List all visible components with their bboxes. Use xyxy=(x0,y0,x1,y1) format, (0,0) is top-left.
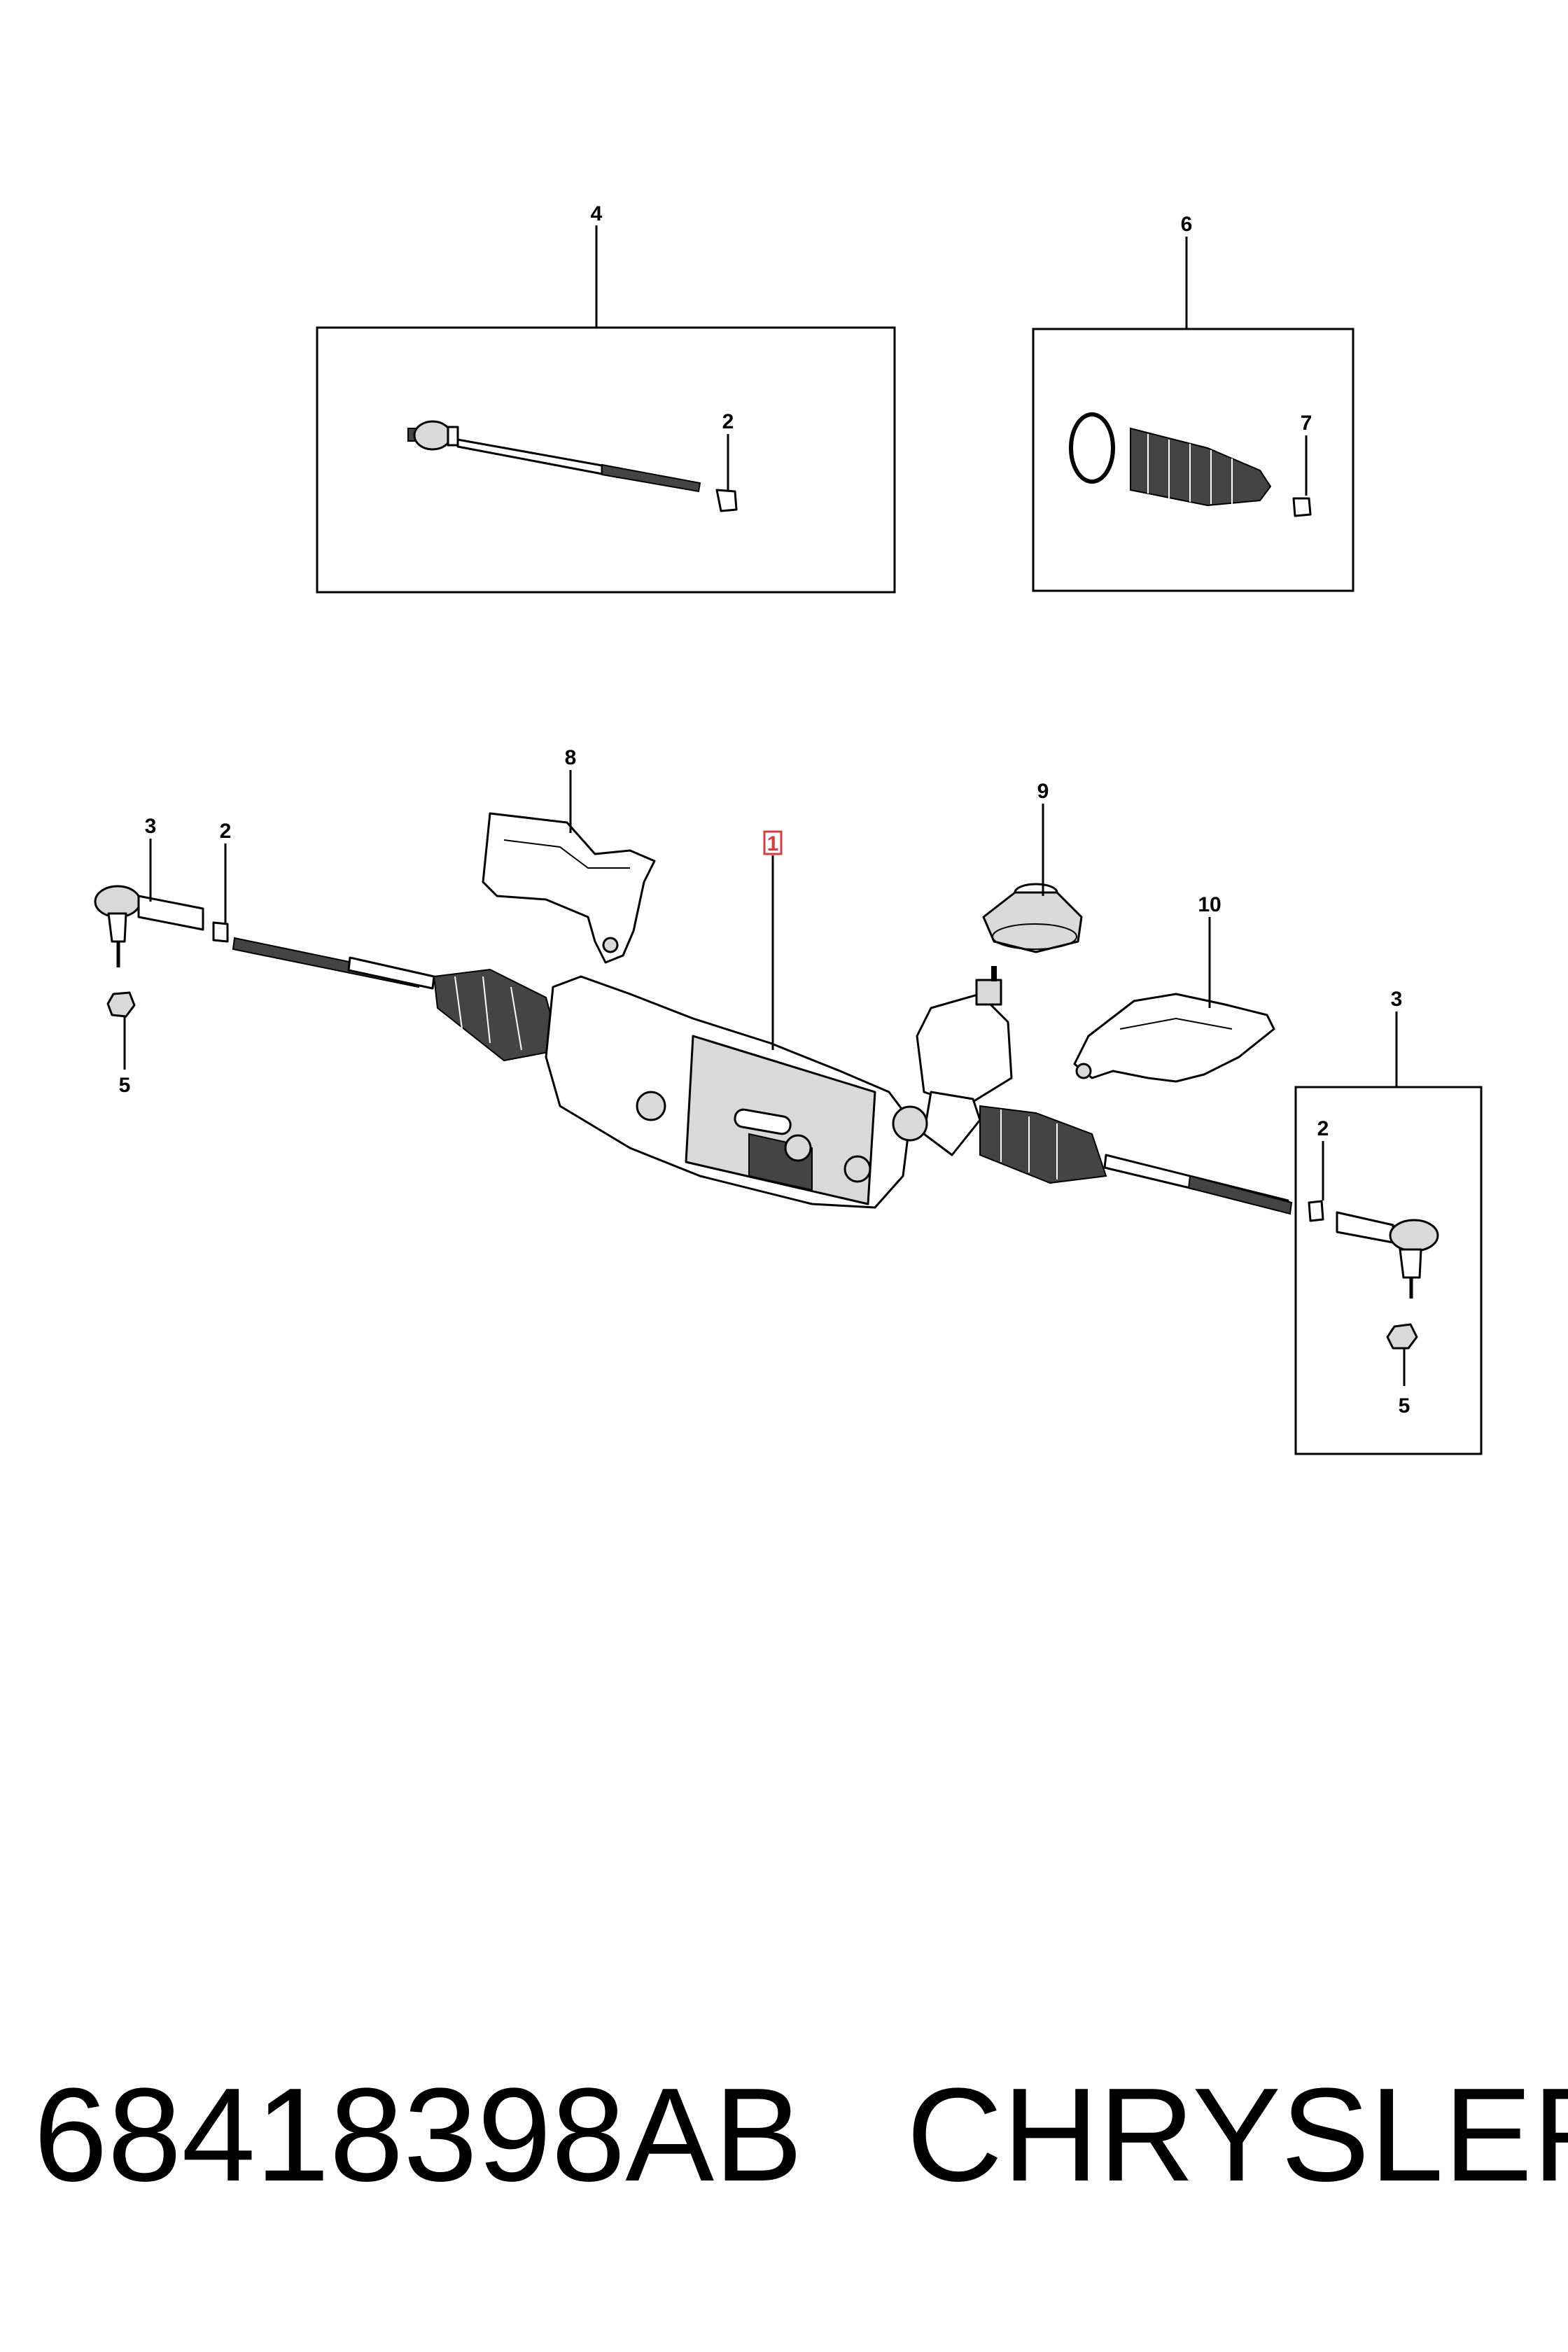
kit-jam-nut xyxy=(715,489,738,512)
brand-name: CHRYSLER xyxy=(906,2061,1568,2209)
callout-1: 1 xyxy=(767,832,779,855)
callout-10: 10 xyxy=(1198,893,1221,916)
heat-shield-lower: 10 xyxy=(1073,893,1275,1083)
inner-tie-rod xyxy=(407,420,701,493)
callout-7: 7 xyxy=(1301,412,1312,435)
callout-4: 4 xyxy=(591,202,603,225)
steering-gear-assembly: 1 xyxy=(232,830,1293,1215)
right-outer-tie-rod-end xyxy=(1336,1211,1439,1298)
boot-clamp xyxy=(1069,412,1115,484)
right-tie-rod-nut: 2 xyxy=(1308,1117,1329,1222)
right-castle-nut: 5 xyxy=(1386,1323,1418,1418)
callout-2-left: 2 xyxy=(220,820,232,843)
rack-boot xyxy=(1130,427,1272,507)
boot-small-clamp xyxy=(1292,497,1312,517)
callout-3-right: 3 xyxy=(1391,988,1403,1011)
callout-5-left: 5 xyxy=(119,1074,131,1097)
callout-3-left: 3 xyxy=(145,815,157,838)
inner-tie-rod-kit-box: 4 2 xyxy=(316,202,896,594)
callout-2-kit: 2 xyxy=(722,410,734,433)
steering-column-boot: 9 xyxy=(982,780,1083,953)
heat-shield-upper: 8 xyxy=(482,746,656,964)
left-outer-tie-rod-end: 3 xyxy=(94,815,204,967)
callout-2-right: 2 xyxy=(1317,1117,1329,1140)
right-outer-tie-rod-kit-box: 3 2 5 xyxy=(1294,988,1483,1455)
callout-6: 6 xyxy=(1181,213,1193,236)
part-number: 68418398AB xyxy=(34,2061,803,2209)
callout-8: 8 xyxy=(565,746,577,769)
left-tie-rod-nut: 2 xyxy=(212,820,232,943)
left-castle-nut: 5 xyxy=(106,991,136,1097)
callout-9: 9 xyxy=(1037,780,1049,803)
callout-5-right: 5 xyxy=(1399,1394,1410,1418)
boot-kit-box: 6 7 xyxy=(1032,213,1354,592)
callout-1-highlight xyxy=(763,830,783,855)
